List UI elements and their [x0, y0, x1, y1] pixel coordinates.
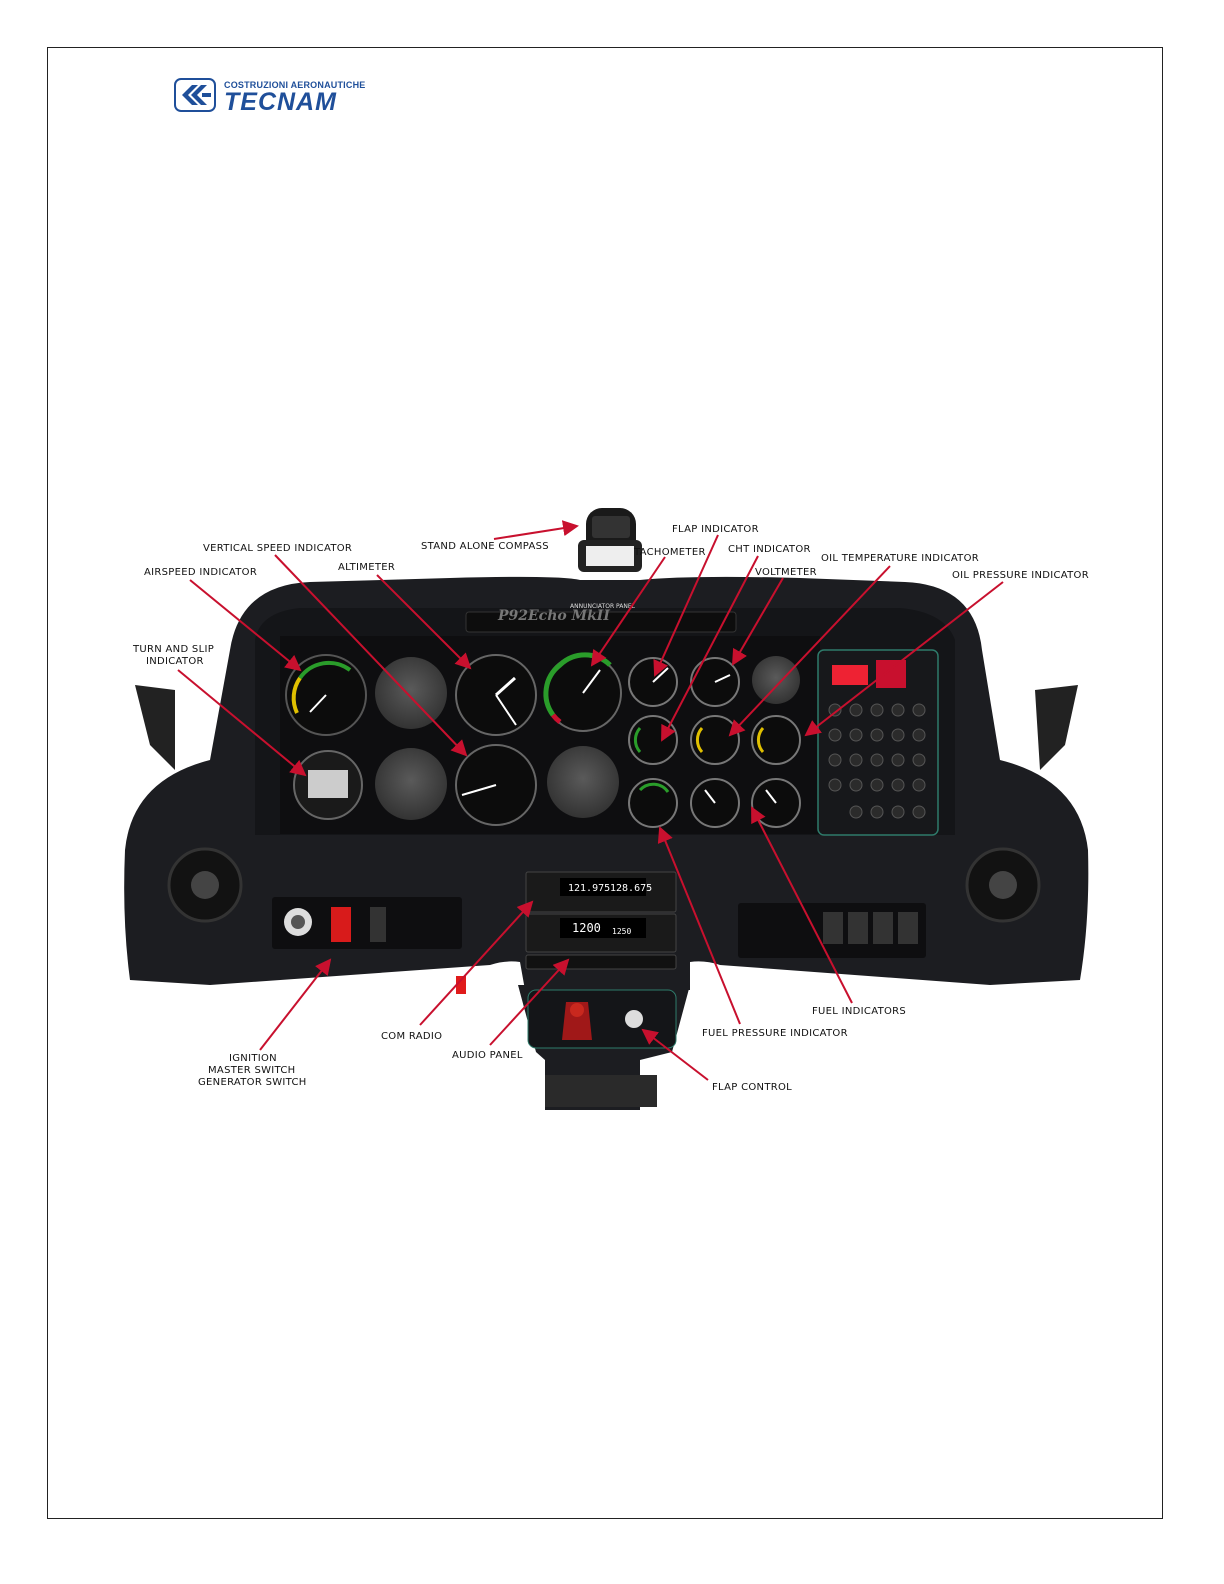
label-turn-slip-line1: TURN AND SLIP: [132, 644, 214, 655]
ignition-switch-panel: [272, 897, 462, 949]
tachometer: [543, 652, 622, 732]
voltmeter: [690, 657, 740, 707]
label-altimeter: ALTIMETER: [338, 562, 395, 573]
arrow-com-radio: [419, 900, 534, 1026]
altimeter: [455, 654, 537, 736]
blank-instrument-slot: [547, 746, 619, 818]
label-ignition-line1: IGNITION: [229, 1053, 277, 1064]
arrow-tachometer: [590, 556, 666, 667]
label-voltmeter: VOLTMETER: [755, 567, 817, 578]
com-radio: 121.975 128.675: [525, 871, 677, 913]
tecnam-badge-icon: [174, 78, 216, 112]
label-cht: CHT INDICATOR: [728, 544, 811, 555]
arrow-ignition: [259, 958, 332, 1051]
arrow-airspeed: [189, 579, 302, 672]
callout-arrows: [177, 520, 1004, 1081]
air-vent-right: [965, 847, 1041, 923]
label-ignition-line3: GENERATOR SWITCH: [198, 1077, 307, 1088]
arrow-turn-slip: [177, 669, 307, 777]
arrow-fuel-pressure: [657, 826, 741, 1025]
blank-instrument-slot: [752, 656, 800, 704]
fuel-indicator-right: [751, 778, 801, 828]
label-oil-pressure: OIL PRESSURE INDICATOR: [952, 570, 1089, 581]
label-com-radio: COM RADIO: [381, 1031, 442, 1042]
oil-pressure-indicator: [751, 715, 801, 765]
logo-title: TECNAM: [224, 88, 337, 116]
arrow-flap-indicator: [653, 534, 719, 677]
label-airspeed: AIRSPEED INDICATOR: [144, 567, 257, 578]
blank-instrument-slot: [375, 657, 447, 729]
pressure-altitude: 1250: [612, 927, 631, 936]
fuel-pressure-indicator: [628, 778, 678, 828]
panel-model-name: P92Echo MkII: [497, 608, 610, 624]
label-flap-control: FLAP CONTROL: [712, 1082, 792, 1093]
label-flap-indicator: FLAP INDICATOR: [672, 524, 759, 535]
annunciator-title: ANNUNCIATOR PANEL: [570, 603, 636, 610]
label-fuel-pressure: FUEL PRESSURE INDICATOR: [702, 1028, 848, 1039]
circuit-breaker-panel: [828, 660, 926, 819]
label-tachometer: TACHOMETER: [633, 547, 706, 558]
logo-subtitle: COSTRUZIONI AERONAUTICHE: [224, 80, 366, 90]
right-switch-panel: [738, 903, 926, 958]
label-compass: STAND ALONE COMPASS: [421, 541, 549, 552]
com-active-frequency: 121.975: [568, 883, 610, 894]
label-fuel-indicators: FUEL INDICATORS: [812, 1006, 906, 1017]
arrow-altimeter: [376, 574, 472, 670]
oil-temperature-indicator: [690, 715, 740, 765]
label-ignition-line2: MASTER SWITCH: [208, 1065, 295, 1076]
transponder-code: 1200: [572, 921, 601, 935]
arrow-voltmeter: [731, 577, 784, 666]
arrow-audio-panel: [489, 958, 570, 1046]
arrow-compass: [493, 520, 579, 540]
airspeed-indicator: [285, 654, 367, 736]
fuel-indicator-left: [690, 778, 740, 828]
arrow-flap-control: [641, 1028, 709, 1081]
callout-labels: STAND ALONE COMPASS FLAP INDICATOR VERTI…: [132, 524, 1089, 1093]
flap-indicator: [628, 657, 678, 707]
arrow-fuel-indicators: [751, 806, 853, 1004]
arrow-cht: [661, 555, 759, 742]
page-border: [47, 47, 1163, 1519]
label-oil-temp: OIL TEMPERATURE INDICATOR: [821, 553, 979, 564]
tecnam-logo: COSTRUZIONI AERONAUTICHE TECNAM: [174, 78, 365, 118]
arrow-oil-temp: [728, 565, 891, 737]
com-radio-marker: [456, 976, 466, 994]
center-console: [518, 985, 690, 1110]
standalone-compass: [578, 508, 642, 572]
com-standby-frequency: 128.675: [610, 883, 652, 894]
arrow-oil-pressure: [804, 581, 1004, 737]
blank-instrument-slot: [375, 748, 447, 820]
label-audio-panel: AUDIO PANEL: [452, 1050, 523, 1061]
arrow-vsi: [274, 554, 468, 757]
label-turn-slip-line2: INDICATOR: [146, 656, 204, 667]
vertical-speed-indicator: [455, 744, 537, 826]
transponder: 1200 1250: [525, 913, 677, 953]
audio-panel: [525, 954, 677, 970]
turn-slip-indicator: [293, 750, 363, 820]
label-vsi: VERTICAL SPEED INDICATOR: [203, 543, 352, 554]
air-vent-left: [167, 847, 243, 923]
